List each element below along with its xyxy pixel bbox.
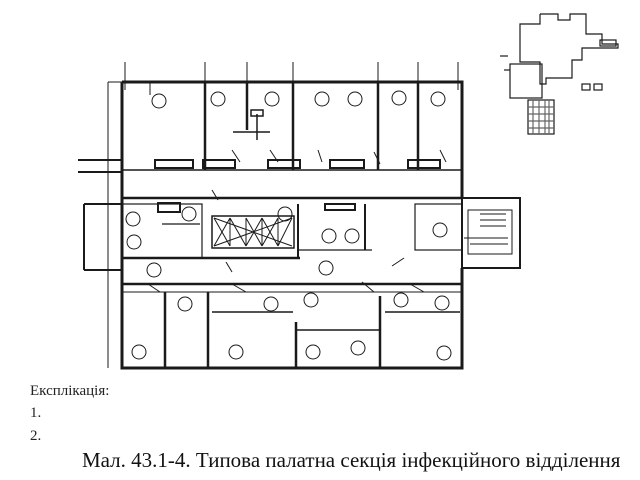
service-sinks — [125, 206, 448, 278]
legend-item-2: 2. — [30, 428, 42, 444]
ward-fixture — [233, 109, 270, 140]
key-plan-thumbnail — [500, 13, 619, 135]
ward-beds — [154, 159, 441, 169]
legend-item-1: 1. — [30, 405, 42, 421]
outer-walls — [107, 80, 464, 370]
figure-caption: Мал. 43.1-4. Типова палатна секція інфек… — [82, 448, 621, 472]
service-block — [121, 202, 463, 259]
bottom-rooms — [163, 292, 460, 368]
legend-title: Експлікація: — [30, 383, 110, 399]
left-entrance-corridor — [78, 159, 122, 271]
bottom-sinks — [131, 292, 452, 361]
ward-sinks — [151, 90, 446, 109]
ward-partitions — [122, 82, 462, 171]
staircase — [461, 197, 521, 269]
axis-ticks — [124, 62, 459, 90]
door-swings — [147, 149, 447, 293]
hatched-block — [213, 217, 293, 247]
main-floor-plan — [78, 62, 521, 370]
